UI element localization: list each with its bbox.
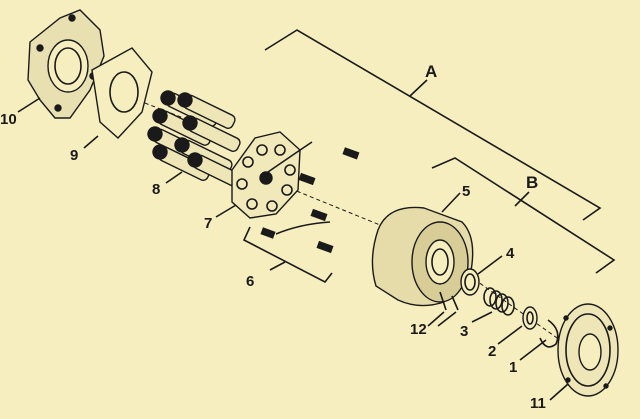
group-b-bracket [431, 157, 616, 274]
group-label-a: A [425, 62, 437, 81]
washer-small [522, 306, 538, 330]
pistons [147, 90, 243, 188]
group-label-b: B [526, 173, 538, 192]
item-6-bracket [242, 226, 333, 284]
valve-plate [557, 303, 619, 397]
callout-1: 1 [509, 359, 517, 376]
callout-8: 8 [152, 181, 160, 198]
pins [439, 291, 459, 311]
retainer-guide [260, 141, 360, 254]
cylinder-block [371, 206, 474, 307]
callout-9: 9 [70, 147, 78, 164]
snap-ring [539, 319, 559, 348]
leader-lines [17, 97, 569, 401]
callout-10: 10 [0, 111, 17, 128]
retainer-plate [231, 131, 301, 219]
callout-4: 4 [506, 245, 515, 262]
housing-cover [27, 9, 105, 119]
group-a-bracket [264, 29, 602, 221]
callout-2: 2 [488, 343, 496, 360]
callout-6: 6 [246, 273, 254, 290]
callout-12: 12 [410, 321, 427, 338]
callout-7: 7 [204, 215, 212, 232]
callout-11: 11 [530, 395, 546, 412]
callout-3: 3 [460, 323, 468, 340]
callout-5: 5 [462, 183, 470, 200]
spring [483, 287, 515, 316]
washer [460, 268, 480, 296]
gasket [91, 47, 153, 139]
